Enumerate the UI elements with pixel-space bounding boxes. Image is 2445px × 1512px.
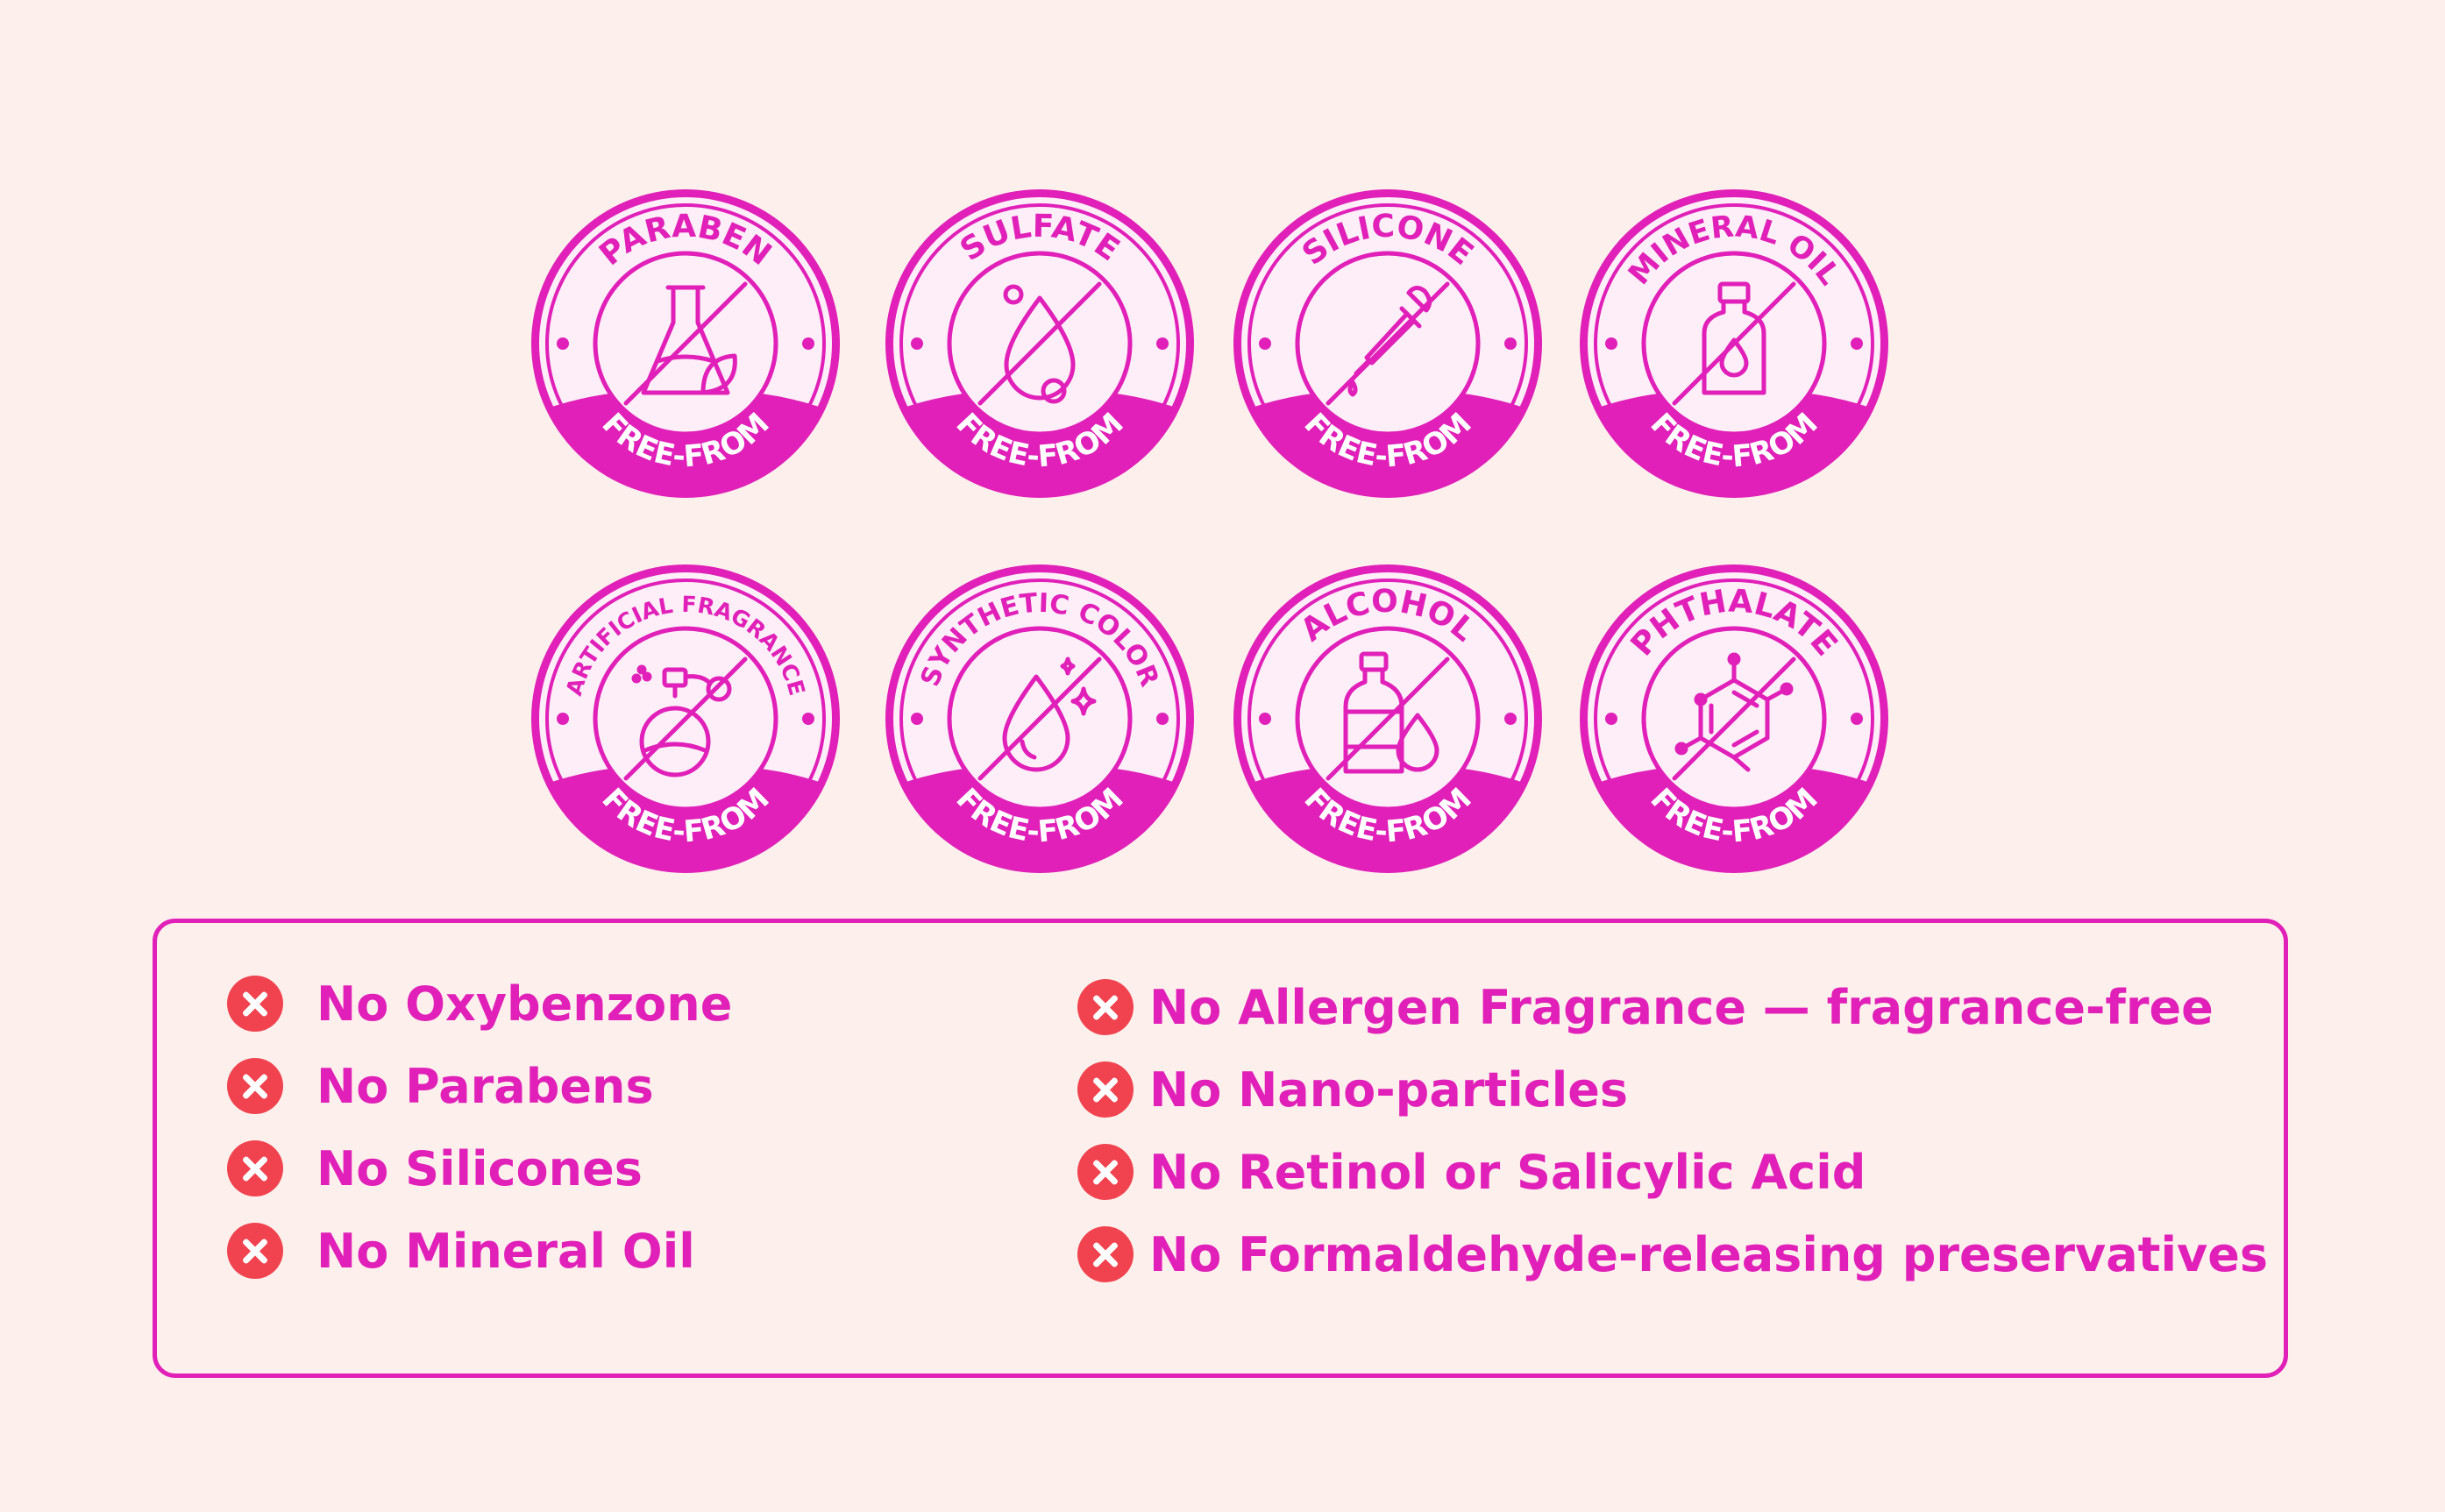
dropper-icon <box>1326 281 1450 406</box>
benzene-molecule-icon <box>1672 652 1796 781</box>
free-from-claims-box: No Oxybenzone No Parabens No Silicones N… <box>153 919 2288 1378</box>
claim-item: No Mineral Oil <box>227 1216 695 1286</box>
claim-text: No Mineral Oil <box>316 1223 695 1279</box>
claim-text: No Nano-particles <box>1149 1061 1629 1118</box>
claim-item: No Parabens <box>227 1051 654 1121</box>
badge-artificial-fragrance: ARTIFICIAL FRAGRANCE FREE-FROM <box>528 561 843 877</box>
droplet-sparkle-icon <box>977 657 1102 781</box>
cross-icon <box>227 1140 283 1196</box>
badge-sulfate: SULFATE FREE-FROM <box>882 186 1198 501</box>
claim-text: No Parabens <box>316 1058 654 1114</box>
badge-phthalate: PHTHALATE FREE-FROM <box>1576 561 1892 877</box>
cross-icon <box>227 1058 283 1114</box>
claim-text: No Silicones <box>316 1140 643 1196</box>
claim-item: No Nano-particles <box>1077 1054 1628 1125</box>
badge-paraben: PARABEN FREE-FROM <box>528 186 843 501</box>
claim-text: No Formaldehyde-releasing preservatives <box>1149 1226 2268 1282</box>
claim-item: No Oxybenzone <box>227 969 732 1039</box>
claim-item: No Allergen Fragrance — fragrance-free <box>1077 972 2214 1042</box>
claim-text: No Retinol or Salicylic Acid <box>1149 1144 1866 1200</box>
droplet-bubbles-icon <box>977 281 1102 406</box>
cross-icon <box>1077 1144 1134 1200</box>
badge-silicone: SILICONE FREE-FROM <box>1230 186 1546 501</box>
cross-icon <box>227 976 283 1032</box>
claim-item: No Retinol or Salicylic Acid <box>1077 1137 1866 1207</box>
perfume-bottle-icon <box>623 657 748 781</box>
badge-alcohol: ALCOHOL FREE-FROM <box>1230 561 1546 877</box>
oil-bottle-icon <box>1672 281 1796 406</box>
cross-icon <box>227 1223 283 1279</box>
claim-item: No Silicones <box>227 1133 643 1203</box>
claim-item: No Formaldehyde-releasing preservatives <box>1077 1219 2268 1289</box>
badge-mineral-oil: MINERAL OIL FREE-FROM <box>1576 186 1892 501</box>
claim-text: No Oxybenzone <box>316 976 733 1032</box>
cross-icon <box>1077 1061 1134 1118</box>
cross-icon <box>1077 979 1134 1035</box>
alcohol-bottle-icon <box>1326 651 1450 781</box>
flask-leaf-icon <box>623 281 748 406</box>
claim-text: No Allergen Fragrance — fragrance-free <box>1149 979 2214 1035</box>
cross-icon <box>1077 1226 1134 1282</box>
badge-synthetic-color: SYNTHETIC COLOR FREE-FROM <box>882 561 1198 877</box>
